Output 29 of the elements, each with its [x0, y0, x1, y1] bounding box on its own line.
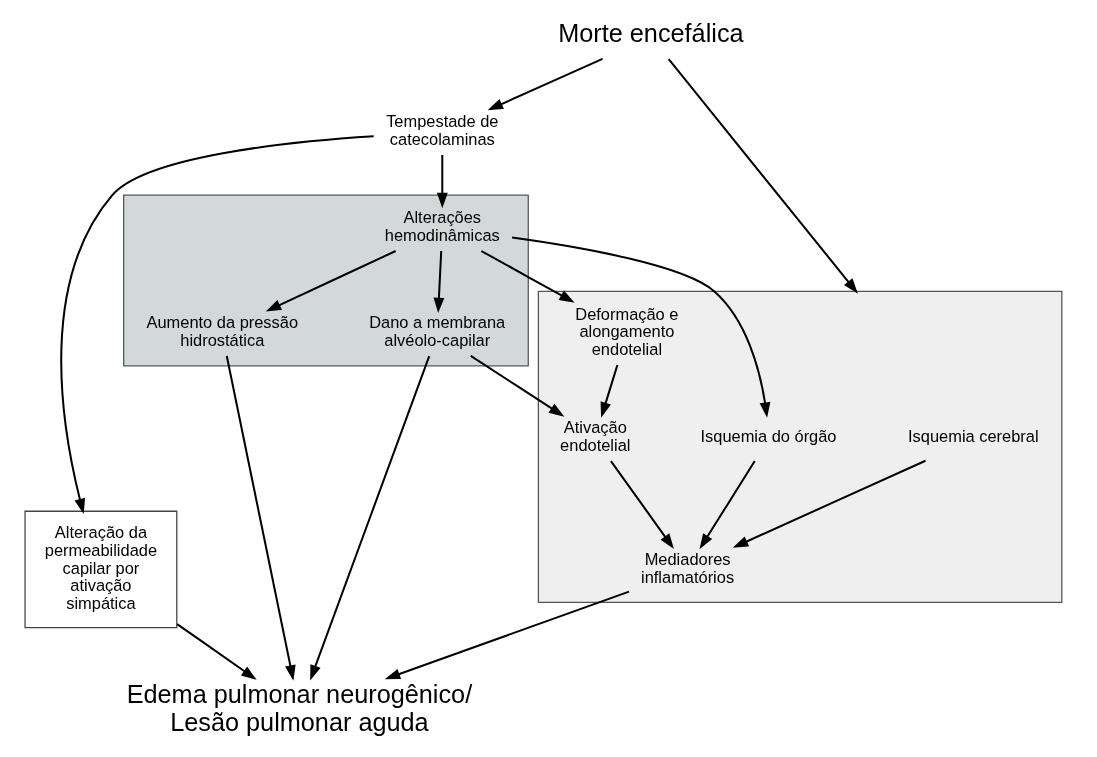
arrow	[384, 590, 630, 680]
node-text: Isquemia cerebral	[908, 427, 1039, 446]
arrow	[470, 355, 565, 417]
node-text: Dano a membrana alvéolo-capilar	[369, 313, 506, 350]
arrow	[480, 250, 575, 303]
arrow	[699, 460, 756, 550]
arrow	[600, 364, 619, 418]
node-text: Mediadores inflamatórios	[641, 549, 735, 586]
node-text: Deformação e alongamento endotelial	[575, 304, 679, 358]
node-text: Edema pulmonar neurogênico/ Lesão pulmonar aguda	[126, 680, 473, 737]
node-text: Morte encefálica	[558, 19, 744, 48]
arrow	[310, 355, 431, 681]
arrow	[265, 250, 397, 312]
node-text: Ativação endotelial	[560, 418, 631, 455]
arrow	[667, 58, 858, 294]
arrow	[511, 236, 771, 418]
arrow	[610, 460, 674, 550]
arrow	[225, 355, 296, 681]
arrow	[436, 154, 448, 209]
arrow	[176, 623, 257, 680]
node-box: Alteração da permeabilidade capilar por ativação simpática	[24, 510, 178, 629]
node-text: Alterações hemodinâmicas	[384, 208, 500, 245]
arrow	[487, 57, 603, 111]
arrow	[732, 459, 926, 548]
arrow	[433, 250, 445, 314]
arrow	[60, 135, 374, 515]
node-text: Aumento da pressão hidrostática	[146, 313, 299, 350]
node-text: Isquemia do órgão	[700, 427, 837, 446]
node-text: Tempestade de catecolaminas	[386, 112, 499, 149]
